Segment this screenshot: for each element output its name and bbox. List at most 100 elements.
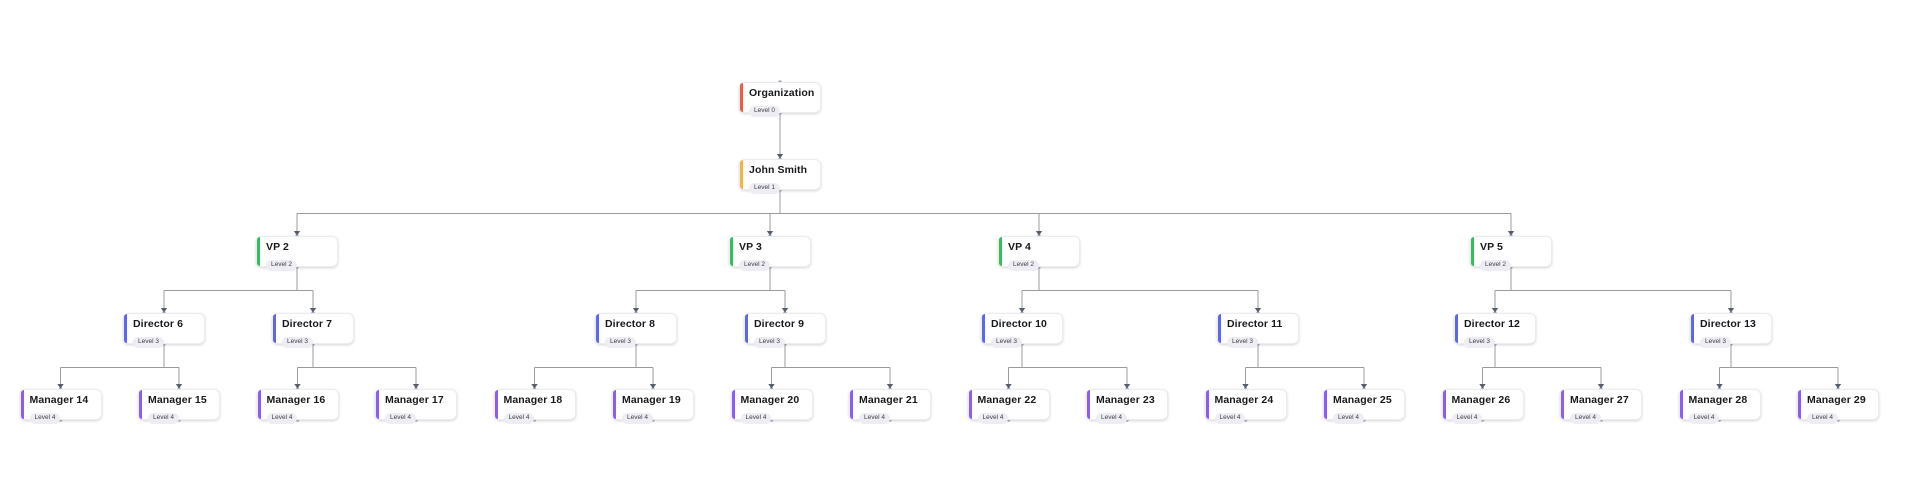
level-badge: Level 4 bbox=[148, 413, 179, 424]
level-badge: Level 4 bbox=[266, 413, 298, 424]
level-badge: Level 4 bbox=[859, 413, 890, 424]
node-title: Manager 26 bbox=[1451, 394, 1511, 406]
level-accent-bar bbox=[1471, 237, 1474, 266]
level-badge: Level 2 bbox=[266, 260, 297, 271]
org-node-manager-17[interactable]: Manager 17 Level 4 bbox=[375, 389, 457, 424]
node-title: Manager 29 bbox=[1807, 394, 1866, 406]
level-accent-bar bbox=[1561, 390, 1564, 419]
node-title: Director 7 bbox=[282, 318, 333, 330]
level-accent-bar bbox=[730, 237, 733, 266]
level-accent-bar bbox=[731, 390, 735, 419]
level-accent-bar bbox=[1205, 390, 1209, 419]
level-badge: Level 2 bbox=[1480, 260, 1511, 271]
level-badge: Level 4 bbox=[385, 413, 416, 424]
node-title: VP 4 bbox=[1008, 241, 1031, 253]
level-badge: Level 4 bbox=[1570, 413, 1601, 424]
node-title: Manager 23 bbox=[1096, 394, 1155, 406]
org-node-vp-3[interactable]: VP 3 Level 2 bbox=[729, 236, 811, 271]
org-node-manager-27[interactable]: Manager 27 Level 4 bbox=[1560, 389, 1642, 424]
node-title: Manager 18 bbox=[503, 394, 563, 406]
level-accent-bar bbox=[1455, 314, 1458, 343]
org-node-manager-23[interactable]: Manager 23 Level 4 bbox=[1086, 389, 1168, 424]
level-accent-bar bbox=[494, 390, 498, 419]
level-accent-bar bbox=[1679, 390, 1683, 419]
level-accent-bar bbox=[745, 314, 748, 343]
node-title: Manager 15 bbox=[148, 394, 207, 406]
level-accent-bar bbox=[613, 390, 616, 419]
org-node-director-13[interactable]: Director 13 Level 3 bbox=[1690, 313, 1772, 348]
org-node-manager-26[interactable]: Manager 26 Level 4 bbox=[1441, 389, 1524, 424]
org-node-director-7[interactable]: Director 7 Level 3 bbox=[272, 313, 354, 348]
node-title: Organization bbox=[749, 87, 815, 99]
node-title: Director 8 bbox=[605, 318, 656, 330]
level-accent-bar bbox=[1798, 390, 1801, 419]
level-badge: Level 4 bbox=[622, 413, 653, 424]
org-node-vp-5[interactable]: VP 5 Level 2 bbox=[1470, 236, 1552, 271]
level-accent-bar bbox=[124, 314, 127, 343]
level-badge: Level 1 bbox=[749, 183, 780, 194]
level-accent-bar bbox=[257, 237, 260, 266]
level-badge: Level 4 bbox=[29, 413, 61, 424]
node-title: VP 3 bbox=[739, 241, 762, 253]
node-title: Director 13 bbox=[1700, 318, 1756, 330]
level-accent-bar bbox=[1218, 314, 1221, 343]
node-title: John Smith bbox=[749, 164, 808, 176]
level-accent-bar bbox=[257, 390, 261, 419]
level-badge: Level 4 bbox=[1096, 413, 1127, 424]
level-badge: Level 4 bbox=[503, 413, 535, 424]
org-node-manager-19[interactable]: Manager 19 Level 4 bbox=[612, 389, 694, 424]
level-accent-bar bbox=[999, 237, 1002, 266]
level-badge: Level 3 bbox=[282, 337, 313, 348]
level-badge: Level 3 bbox=[1464, 337, 1495, 348]
node-title: VP 5 bbox=[1480, 241, 1503, 253]
node-title: Director 6 bbox=[133, 318, 184, 330]
level-badge: Level 3 bbox=[1227, 337, 1258, 348]
node-title: Manager 27 bbox=[1570, 394, 1629, 406]
level-badge: Level 4 bbox=[1333, 413, 1364, 424]
org-node-vp-4[interactable]: VP 4 Level 2 bbox=[998, 236, 1080, 271]
node-title: Manager 19 bbox=[622, 394, 681, 406]
level-accent-bar bbox=[596, 314, 599, 343]
level-accent-bar bbox=[139, 390, 142, 419]
level-badge: Level 3 bbox=[1700, 337, 1731, 348]
node-title: Director 10 bbox=[991, 318, 1047, 330]
level-badge: Level 4 bbox=[1807, 413, 1838, 424]
level-badge: Level 2 bbox=[1008, 260, 1039, 271]
org-node-vp-2[interactable]: VP 2 Level 2 bbox=[256, 236, 338, 271]
node-title: Manager 14 bbox=[29, 394, 89, 406]
level-accent-bar bbox=[740, 83, 743, 112]
org-node-director-6[interactable]: Director 6 Level 3 bbox=[123, 313, 205, 348]
node-title: Director 12 bbox=[1464, 318, 1520, 330]
level-accent-bar bbox=[1324, 390, 1327, 419]
node-title: VP 2 bbox=[266, 241, 289, 253]
node-title: Manager 24 bbox=[1214, 394, 1274, 406]
org-node-manager-15[interactable]: Manager 15 Level 4 bbox=[138, 389, 220, 424]
org-node-manager-29[interactable]: Manager 29 Level 4 bbox=[1797, 389, 1879, 424]
level-badge: Level 3 bbox=[133, 337, 164, 348]
level-badge: Level 2 bbox=[739, 260, 770, 271]
node-title: Director 9 bbox=[754, 318, 805, 330]
org-node-manager-14[interactable]: Manager 14 Level 4 bbox=[19, 389, 102, 424]
level-accent-bar bbox=[740, 160, 743, 189]
level-accent-bar bbox=[273, 314, 276, 343]
level-badge: Level 4 bbox=[1688, 413, 1720, 424]
node-title: Manager 17 bbox=[385, 394, 444, 406]
level-badge: Level 4 bbox=[1451, 413, 1483, 424]
org-node-manager-18[interactable]: Manager 18 Level 4 bbox=[493, 389, 576, 424]
org-node-director-12[interactable]: Director 12 Level 3 bbox=[1454, 313, 1536, 348]
level-accent-bar bbox=[1087, 390, 1090, 419]
